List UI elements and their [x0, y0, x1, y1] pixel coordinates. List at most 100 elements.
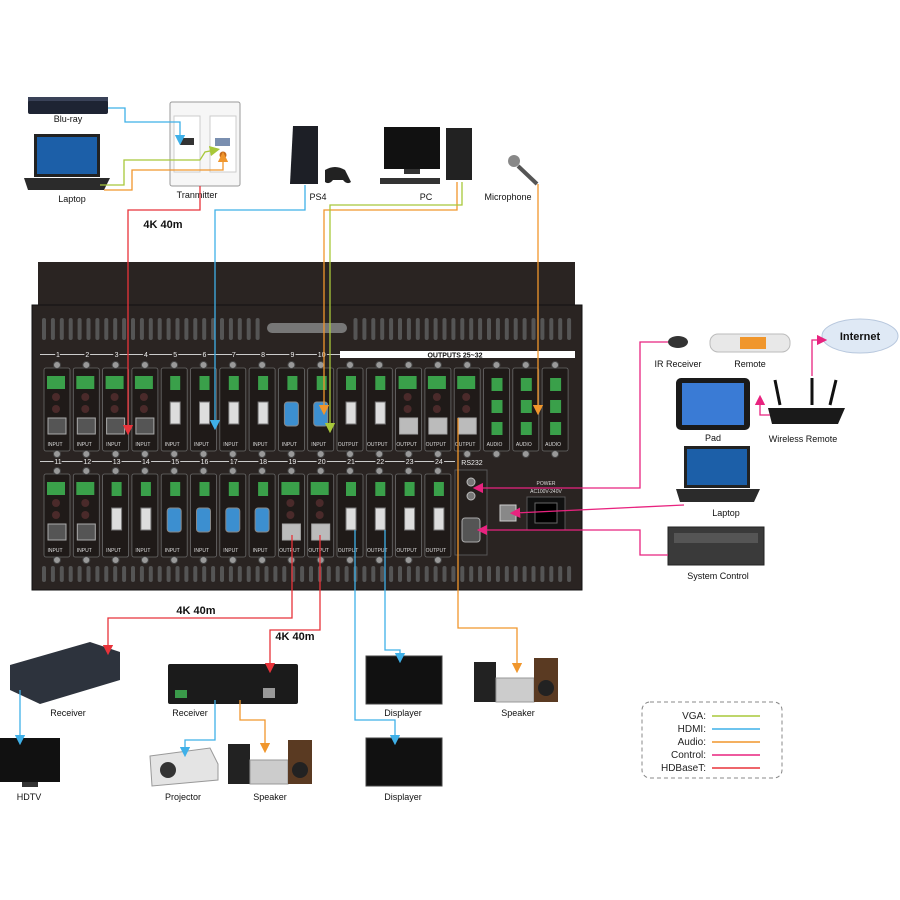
hdmi-port-icon[interactable]: [140, 507, 152, 531]
hdmi-port-icon[interactable]: [345, 401, 357, 425]
audio-terminal-icon[interactable]: [520, 400, 532, 413]
card-slot-hdmi-in[interactable]: INPUT: [248, 361, 276, 458]
card-slot-hdmi-in[interactable]: INPUT: [131, 467, 159, 564]
audio-terminal-icon[interactable]: [375, 482, 386, 496]
audio-terminal-icon[interactable]: [228, 376, 239, 390]
vga-port-icon[interactable]: [225, 507, 241, 533]
audio-terminal-icon[interactable]: [258, 376, 269, 390]
terminal-block-icon[interactable]: [105, 376, 124, 389]
tcp-ip-port-icon[interactable]: [499, 504, 517, 522]
audio-terminal-icon[interactable]: [346, 376, 356, 390]
vga-port-icon[interactable]: [196, 507, 211, 533]
card-slot-hdbt-out[interactable]: OUTPUT: [395, 361, 423, 458]
card-slot-hdmi-out[interactable]: OUTPUT: [365, 467, 393, 564]
hdmi-port-icon[interactable]: [404, 507, 416, 531]
audio-terminal-icon[interactable]: [316, 376, 327, 390]
card-slot-audio[interactable]: AUDIO: [512, 361, 540, 458]
card-slot-hdmi-out[interactable]: OUTPUT: [395, 467, 423, 564]
audio-terminal-icon[interactable]: [170, 482, 181, 496]
audio-terminal-icon[interactable]: [550, 378, 562, 391]
audio-terminal-icon[interactable]: [491, 422, 503, 435]
card-slot-hdbt-in[interactable]: INPUT: [102, 361, 129, 458]
card-slot-hdmi-out[interactable]: OUTPUT: [336, 467, 364, 564]
card-slot-vga-in[interactable]: INPUT: [219, 467, 247, 564]
hdmi-port-icon[interactable]: [374, 507, 386, 531]
hdmi-port-icon[interactable]: [374, 401, 386, 425]
audio-terminal-icon[interactable]: [375, 376, 386, 390]
card-slot-hdmi-out[interactable]: OUTPUT: [336, 361, 364, 458]
card-slot-vga-in[interactable]: INPUT: [160, 467, 188, 564]
audio-terminal-icon[interactable]: [346, 482, 356, 496]
rj45-port-icon[interactable]: [47, 417, 67, 435]
audio-terminal-icon[interactable]: [520, 378, 532, 391]
audio-terminal-icon[interactable]: [228, 482, 239, 496]
audio-terminal-icon[interactable]: [433, 482, 444, 496]
rs232-port-icon[interactable]: [461, 517, 481, 543]
ir-jack-icon[interactable]: [466, 477, 476, 487]
audio-terminal-icon[interactable]: [491, 400, 503, 413]
audio-terminal-icon[interactable]: [287, 376, 298, 390]
card-slot-hdbt-out[interactable]: OUTPUT: [424, 361, 452, 458]
terminal-block-icon[interactable]: [76, 376, 95, 389]
card-slot-hdbt-in[interactable]: INPUT: [72, 361, 100, 458]
card-slot-hdbt-in[interactable]: INPUT: [72, 467, 100, 564]
audio-terminal-icon[interactable]: [199, 482, 210, 496]
terminal-block-icon[interactable]: [47, 482, 65, 495]
audio-terminal-icon[interactable]: [140, 482, 151, 496]
audio-terminal-icon[interactable]: [550, 400, 562, 413]
hdmi-port-icon[interactable]: [257, 401, 269, 425]
hdmi-port-icon[interactable]: [111, 507, 123, 531]
audio-terminal-icon[interactable]: [520, 422, 532, 435]
card-slot-vga-in[interactable]: INPUT: [190, 467, 217, 564]
ir-out-jack-icon[interactable]: [466, 491, 476, 501]
terminal-block-icon[interactable]: [76, 482, 95, 495]
audio-terminal-icon[interactable]: [550, 422, 562, 435]
card-slot-audio[interactable]: AUDIO: [483, 361, 510, 458]
card-slot-hdmi-in[interactable]: INPUT: [160, 361, 188, 458]
card-slot-hdmi-out[interactable]: OUTPUT: [365, 361, 393, 458]
card-slot-hdbt-out[interactable]: OUTPUT: [453, 361, 481, 458]
card-slot-vga-in[interactable]: INPUT: [248, 467, 276, 564]
audio-terminal-icon[interactable]: [199, 376, 210, 390]
audio-terminal-icon[interactable]: [491, 378, 503, 391]
rj45-port-icon[interactable]: [311, 523, 331, 541]
hdmi-port-icon[interactable]: [345, 507, 357, 531]
audio-terminal-icon[interactable]: [170, 376, 181, 390]
vga-port-icon[interactable]: [166, 507, 182, 533]
audio-terminal-icon[interactable]: [258, 482, 269, 496]
hdmi-port-icon[interactable]: [433, 507, 445, 531]
card-slot-hdbt-in[interactable]: INPUT: [131, 361, 159, 458]
hdmi-port-icon[interactable]: [169, 401, 181, 425]
hdmi-port-icon[interactable]: [228, 401, 240, 425]
card-slot-vga-in[interactable]: INPUT: [277, 361, 305, 458]
rj45-port-icon[interactable]: [76, 523, 96, 541]
terminal-block-icon[interactable]: [398, 376, 417, 389]
terminal-block-icon[interactable]: [310, 482, 329, 495]
card-slot-hdbt-in[interactable]: INPUT: [43, 361, 71, 458]
rj45-port-icon[interactable]: [47, 523, 67, 541]
vga-port-icon[interactable]: [283, 401, 299, 427]
card-slot-hdmi-out[interactable]: OUTPUT: [424, 467, 452, 564]
card-slot-hdmi-in[interactable]: INPUT: [102, 467, 129, 564]
card-slot-audio[interactable]: AUDIO: [541, 361, 569, 458]
audio-terminal-icon[interactable]: [111, 482, 122, 496]
card-slot-hdbt-in[interactable]: INPUT: [43, 467, 71, 564]
rj45-port-icon[interactable]: [457, 417, 477, 435]
terminal-block-icon[interactable]: [47, 376, 65, 389]
terminal-block-icon[interactable]: [281, 482, 300, 495]
terminal-block-icon[interactable]: [427, 376, 446, 389]
audio-terminal-icon[interactable]: [404, 482, 415, 496]
hdmi-port-icon[interactable]: [199, 401, 210, 425]
vga-port-icon[interactable]: [313, 401, 329, 427]
rj45-port-icon[interactable]: [428, 417, 448, 435]
rj45-port-icon[interactable]: [106, 417, 126, 435]
rj45-port-icon[interactable]: [399, 417, 419, 435]
rj45-port-icon[interactable]: [76, 417, 96, 435]
card-slot-hdbt-out[interactable]: OUTPUT: [307, 467, 335, 564]
card-slot-hdmi-in[interactable]: INPUT: [219, 361, 247, 458]
terminal-block-icon[interactable]: [134, 376, 153, 389]
terminal-block-icon[interactable]: [457, 376, 476, 389]
vga-port-icon[interactable]: [254, 507, 270, 533]
card-slot-hdmi-in[interactable]: INPUT: [190, 361, 217, 458]
rj45-port-icon[interactable]: [135, 417, 155, 435]
